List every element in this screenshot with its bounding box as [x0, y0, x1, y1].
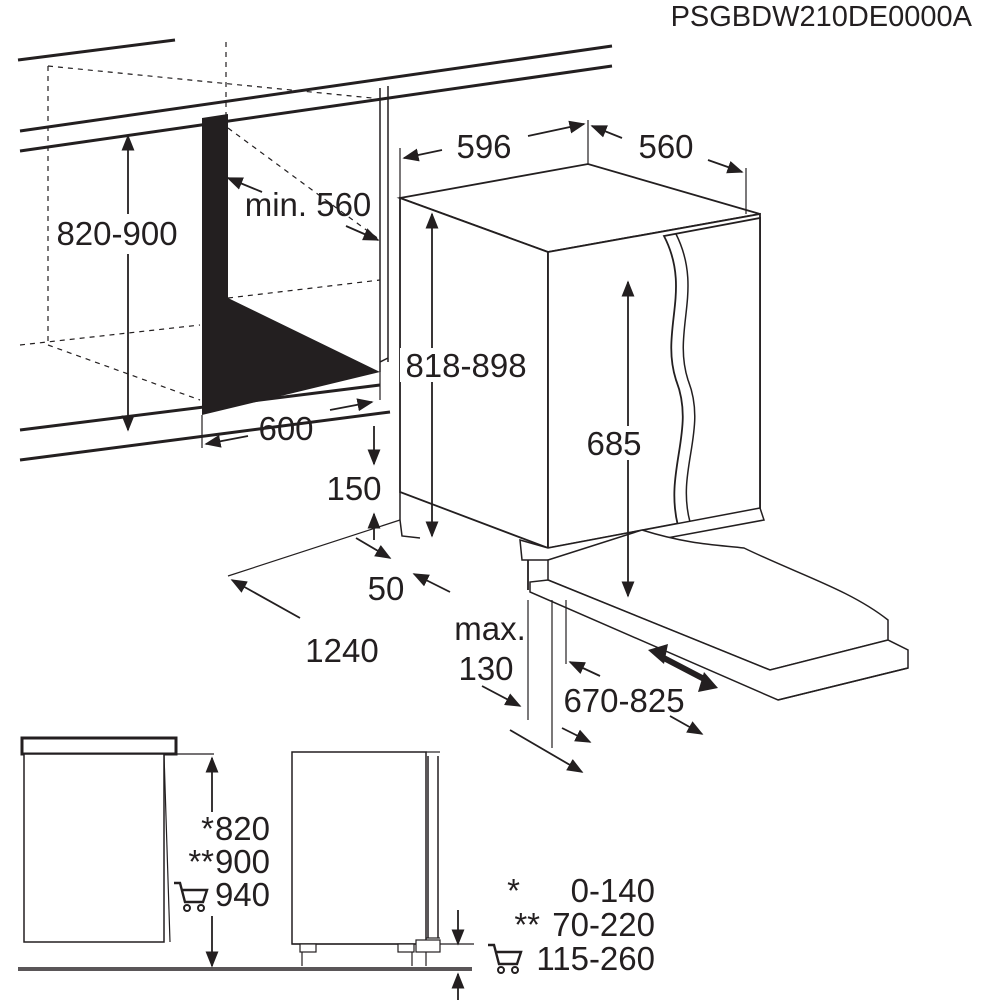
niche-height-label: 820-900	[56, 215, 177, 252]
plinth-recess-label: 50	[368, 570, 405, 607]
plinth-range-row-1: ** 70-220	[514, 906, 655, 943]
door-slide-arrow	[648, 644, 718, 692]
document-code: PSGBDW210DE0000A	[671, 1, 973, 33]
side-height-row-0: * 820	[201, 810, 270, 847]
plinth-range-mark-1: **	[514, 906, 540, 943]
appliance-width-label: 596	[456, 128, 511, 165]
door-travel-label: 670-825	[563, 682, 684, 719]
niche-width-label: 600	[258, 410, 313, 447]
appliance-depth-label: 560	[638, 128, 693, 165]
side-height-mark-1: **	[188, 843, 214, 880]
plinth-range-value-0: 0-140	[571, 872, 655, 909]
plinth-range-row-0: * 0-140	[507, 872, 655, 909]
door-height-label: 685	[586, 425, 641, 462]
side-view-worktop	[18, 736, 472, 971]
plinth-range-value-2: 115-260	[536, 940, 655, 977]
side-height-value-0: 820	[215, 810, 270, 847]
plinth-range-row-2: 115-260	[488, 940, 655, 977]
niche-depth-label: min. 560	[245, 186, 372, 223]
total-depth-label: 1240	[305, 632, 378, 669]
side-height-mark-0: *	[201, 810, 214, 847]
plinth-range-mark-0: *	[507, 872, 520, 909]
shopping-cart-icon	[488, 943, 523, 974]
appliance-height-label: 818-898	[405, 347, 526, 384]
side-height-row-2: 940	[174, 876, 270, 913]
plinth-height-label: 150	[326, 470, 381, 507]
plinth-range-value-1: 70-220	[552, 906, 655, 943]
shopping-cart-icon	[174, 881, 209, 912]
max-label: max.	[454, 610, 526, 647]
max-value-label: 130	[458, 650, 513, 687]
side-height-value-2: 940	[215, 876, 270, 913]
side-height-row-1: ** 900	[188, 843, 270, 880]
side-height-value-1: 900	[215, 843, 270, 880]
niche-side-panel	[202, 114, 380, 415]
side-view-appliance	[291, 751, 441, 966]
